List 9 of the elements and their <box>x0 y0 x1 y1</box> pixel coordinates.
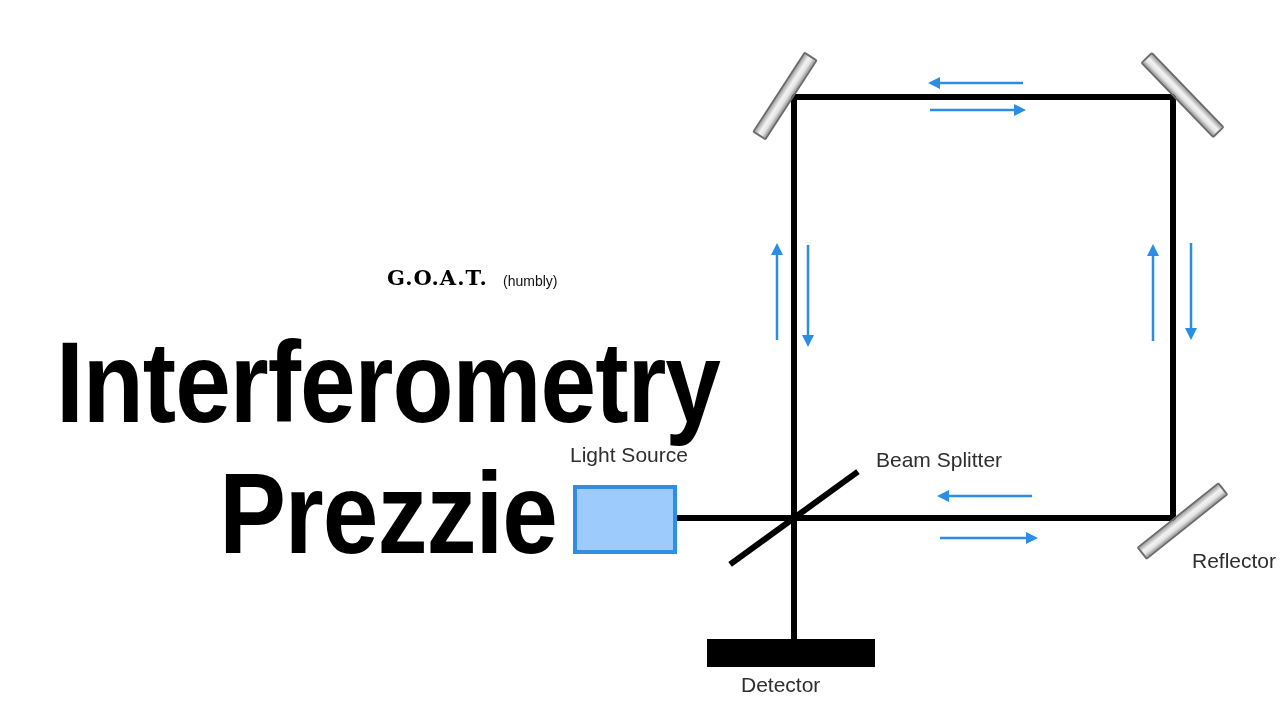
detector <box>707 639 875 667</box>
title: Prezzie <box>219 447 557 579</box>
node-label: Beam Splitter <box>876 448 1003 472</box>
tagline: G.O.A.T. <box>387 265 488 290</box>
node-label: Detector <box>741 673 821 697</box>
title: Interferometry <box>56 316 720 447</box>
light-source-box <box>573 485 677 554</box>
tagline-note: (humbly) <box>503 273 558 289</box>
node-label: Reflector <box>1192 549 1277 573</box>
